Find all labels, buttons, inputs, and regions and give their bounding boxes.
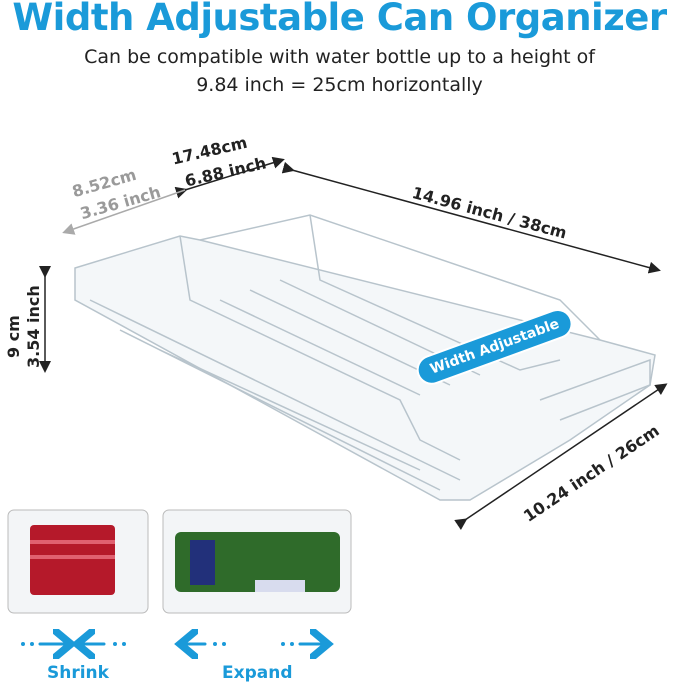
width-arrow (174, 156, 285, 199)
subtitle-line-1: Can be compatible with water bottle up t… (84, 46, 595, 68)
subtitle-line-2: 9.84 inch = 25cm horizontally (196, 74, 483, 96)
height-in-label: 3.54 inch (24, 285, 43, 368)
height-cm-label: 9 cm (4, 315, 23, 358)
shrink-label: Shrink (47, 663, 109, 683)
organizer-body (74, 214, 656, 501)
page-title: Width Adjustable Can Organizer (12, 0, 667, 39)
extension-arrow (62, 189, 186, 235)
depth-arrow (454, 383, 668, 531)
expand-label: Expand (222, 663, 293, 683)
shrink-photo (7, 509, 149, 614)
length-arrow (281, 161, 661, 274)
expand-photo (162, 509, 352, 614)
